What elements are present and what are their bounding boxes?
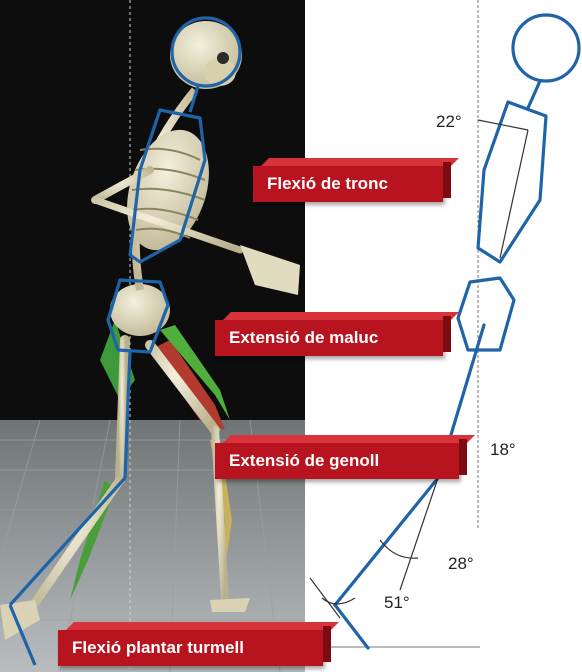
- label-ankle-plantar-flexion: Flexió plantar turmell: [58, 630, 323, 666]
- ankle-ref-line: [310, 578, 340, 618]
- trunk-segment: [478, 102, 546, 262]
- head-circle: [513, 15, 579, 81]
- label-knee-extension: Extensió de genoll: [215, 443, 459, 479]
- angle-ankle: 51°: [384, 593, 410, 613]
- foot-segment: [335, 605, 368, 648]
- angle-knee: 28°: [448, 554, 474, 574]
- pelvis-segment: [458, 278, 514, 350]
- shank-segment: [335, 478, 438, 605]
- neck-line: [528, 81, 540, 108]
- label-trunk-flexion: Flexió de tronc: [253, 166, 443, 202]
- knee-axis-line: [400, 478, 438, 590]
- trunk-angle-ray: [478, 120, 528, 130]
- angle-hip: 18°: [490, 440, 516, 460]
- label-hip-extension: Extensió de maluc: [215, 320, 443, 356]
- angle-trunk: 22°: [436, 112, 462, 132]
